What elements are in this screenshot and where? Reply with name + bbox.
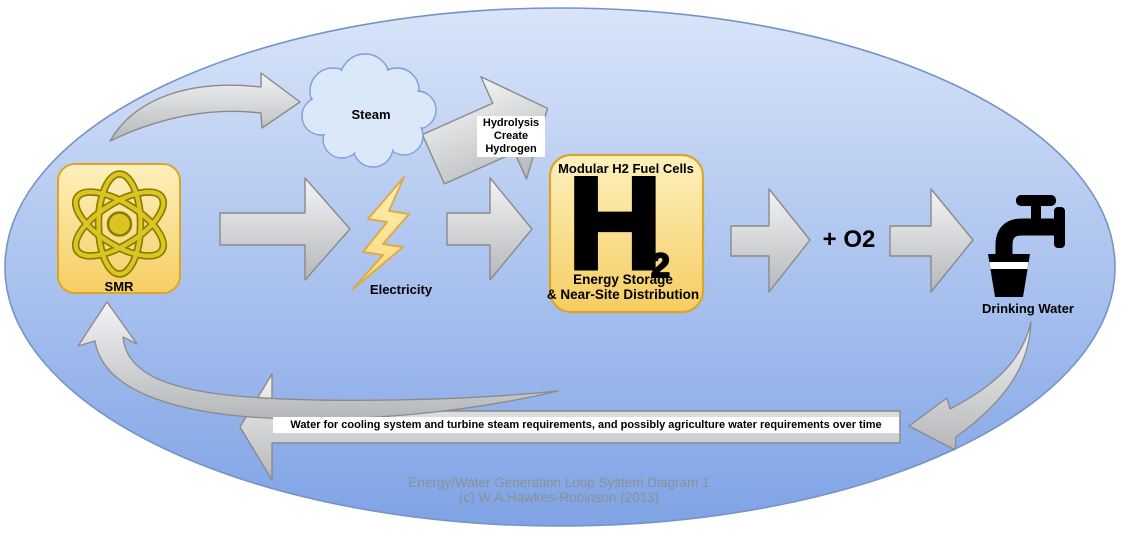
h2-subscript: 2 <box>650 247 671 285</box>
caption-copyright: (c) W.A.Hawkes-Robinson (2013) <box>458 490 660 505</box>
steam-label: Steam <box>351 107 391 122</box>
water-cup-icon <box>988 254 1030 297</box>
electricity-label: Electricity <box>369 282 433 297</box>
atom-icon <box>71 170 168 278</box>
arrow-fuelcells-to-o2 <box>730 188 811 293</box>
faucet-icon <box>995 195 1065 254</box>
arrow-o2-to-water <box>889 188 974 293</box>
caption-title: Energy/Water Generation Loop System Diag… <box>408 475 710 490</box>
smr-label: SMR <box>104 279 134 294</box>
arrow-smr-to-electricity <box>219 177 351 281</box>
return-water-label: Water for cooling system and turbine ste… <box>273 417 899 433</box>
steam-cloud-fill <box>303 55 435 166</box>
fuelcells-node <box>548 153 705 314</box>
arrow-smr-to-steam <box>109 72 301 142</box>
fuelcells-footer: Energy Storage & Near-Site Distribution <box>546 272 700 302</box>
fuelcells-title: Modular H2 Fuel Cells <box>558 161 694 176</box>
drinking-water-label: Drinking Water <box>982 301 1074 316</box>
plus-o2-label: + O2 <box>822 226 876 253</box>
arrow-water-to-return <box>908 321 1032 451</box>
h2-symbol: H <box>566 150 665 296</box>
smr-node <box>57 163 181 294</box>
arrow-return-to-smr <box>77 301 559 420</box>
arrow-electricity-to-fuelcells <box>446 177 533 281</box>
hydrolysis-label: Hydrolysis Create Hydrogen <box>477 116 545 157</box>
lightning-bolt-icon <box>351 176 410 291</box>
